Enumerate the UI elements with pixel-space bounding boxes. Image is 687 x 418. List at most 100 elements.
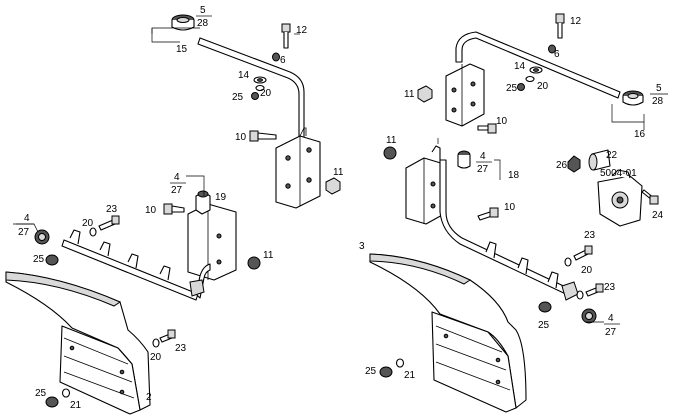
- callout-l21a: 21: [70, 400, 82, 411]
- callout-l20a: 20: [260, 88, 272, 99]
- callout-l25b: 25: [33, 254, 45, 265]
- svg-text:4: 4: [174, 172, 180, 183]
- callout-r22: 22: [606, 150, 618, 161]
- fraction-r-top: 5 28: [650, 83, 668, 107]
- fraction-l-mid: 4 27: [170, 172, 186, 196]
- callout-r5004: 5004-01: [600, 168, 637, 179]
- svg-text:27: 27: [18, 227, 30, 238]
- left-bolt-10b: [163, 203, 185, 215]
- left-washers: [251, 76, 267, 100]
- fraction-l-left: 4 27: [16, 213, 34, 238]
- callout-l23a: 23: [106, 204, 118, 215]
- svg-text:27: 27: [477, 164, 489, 175]
- right-support-arm: [445, 31, 621, 127]
- callout-r18: 18: [508, 170, 520, 181]
- right-bolt-24: [641, 189, 659, 205]
- callout-l20c: 20: [150, 352, 162, 363]
- left-bolt-23b: [152, 329, 176, 348]
- left-rubber-mount: [171, 14, 195, 31]
- right-bushing-22: [567, 149, 611, 173]
- fraction-r-bot: 4 27: [604, 313, 620, 338]
- right-bolt-23a: [564, 245, 593, 267]
- callout-r25b: 25: [538, 320, 550, 331]
- callout-r11a: 11: [404, 89, 415, 100]
- left-bolt-12: [272, 23, 291, 62]
- right-tube-bar: [439, 159, 579, 301]
- right-mudguard: [369, 253, 527, 413]
- right-rubber-mount: [622, 90, 644, 106]
- right-bolt-10b: [477, 207, 499, 221]
- callout-r24: 24: [652, 210, 664, 221]
- right-nut-25b: [538, 301, 552, 313]
- callout-l25c: 25: [35, 388, 47, 399]
- left-cap-plug: [34, 229, 50, 245]
- svg-text:28: 28: [652, 96, 664, 107]
- callout-r20a: 20: [537, 81, 549, 92]
- callout-l12: 12: [296, 25, 308, 36]
- callout-r11b: 11: [386, 135, 397, 146]
- right-washers: [517, 66, 543, 91]
- left-nut-25a: [45, 254, 59, 266]
- callout-r10a: 10: [496, 116, 508, 127]
- svg-text:5: 5: [656, 83, 662, 94]
- callout-l19: 19: [215, 192, 227, 203]
- fraction-r-mid: 4 27: [476, 151, 492, 175]
- left-lower-bracket: [187, 190, 237, 281]
- svg-text:28: 28: [197, 18, 209, 29]
- callout-r10b: 10: [504, 202, 516, 213]
- callout-r23a: 23: [584, 230, 596, 241]
- svg-text:27: 27: [171, 185, 183, 196]
- left-assembly: [5, 14, 341, 415]
- right-assembly: [369, 13, 659, 413]
- callout-l20b: 20: [82, 218, 94, 229]
- callout-r25a: 25: [506, 83, 518, 94]
- right-lower-bracket: [405, 145, 445, 225]
- callout-labels: 12 6 15 14 20 25 10 11 19 23 20 10 25 11…: [33, 16, 664, 411]
- callout-l6: 6: [280, 55, 286, 66]
- callout-l11b: 11: [263, 250, 274, 261]
- left-bolt-23a: [89, 215, 120, 237]
- callout-l2: 2: [146, 392, 152, 403]
- left-mudguard: [5, 271, 151, 415]
- right-nut-25c: [379, 358, 405, 378]
- callout-r26: 26: [556, 160, 568, 171]
- svg-text:5: 5: [200, 5, 206, 16]
- svg-text:27: 27: [605, 327, 617, 338]
- left-nut-11b: [247, 256, 261, 270]
- callout-r14: 14: [514, 61, 526, 72]
- callout-l23b: 23: [175, 343, 187, 354]
- callout-r3: 3: [359, 241, 365, 252]
- callout-l14: 14: [238, 70, 250, 81]
- right-bolt-23b: [576, 283, 604, 300]
- right-nut-11a: [417, 85, 433, 103]
- right-cap-plug-top: [457, 150, 471, 169]
- svg-text:4: 4: [24, 213, 30, 224]
- right-bolt-10a: [477, 123, 497, 134]
- callout-l11a: 11: [333, 167, 344, 178]
- right-bolt-12: [548, 13, 565, 54]
- left-support-arm: [197, 37, 321, 209]
- callout-l15: 15: [176, 44, 188, 55]
- right-nut-11b: [383, 146, 397, 160]
- left-bolt-10a: [249, 130, 277, 142]
- right-mount-bracket: [597, 169, 643, 227]
- callout-l25a: 25: [232, 92, 244, 103]
- fraction-l-top: 5 28: [196, 5, 212, 29]
- callout-r25c: 25: [365, 366, 377, 377]
- right-cap-plug-bottom: [581, 308, 597, 324]
- left-tube-bar: [61, 229, 211, 301]
- callout-l10a: 10: [235, 132, 247, 143]
- callout-r12: 12: [570, 16, 582, 27]
- callout-r23b: 23: [604, 282, 616, 293]
- left-nut-11a: [325, 177, 341, 195]
- left-nut-25b: [45, 388, 71, 408]
- callout-l10b: 10: [145, 205, 157, 216]
- callout-r21: 21: [404, 370, 416, 381]
- callout-r16: 16: [634, 129, 646, 140]
- callout-r20b: 20: [581, 265, 593, 276]
- svg-text:4: 4: [480, 151, 486, 162]
- fraction-references: 5 28 4 27 4 27 5 28 4 27 4 27: [16, 5, 668, 338]
- callout-r6: 6: [554, 49, 560, 60]
- svg-text:4: 4: [608, 313, 614, 324]
